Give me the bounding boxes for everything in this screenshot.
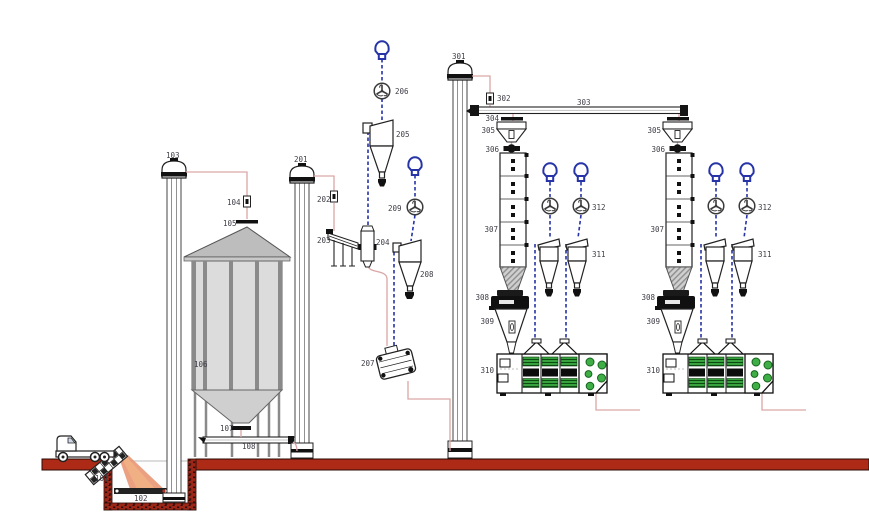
fan-206 (373, 82, 391, 100)
label-303: 303 (577, 98, 591, 107)
material-pipes (186, 75, 491, 452)
truck (55, 435, 129, 486)
processing-line-left (475, 114, 640, 410)
grain-flow (118, 455, 167, 492)
label-304: 304 (485, 114, 499, 123)
label-202: 202 (317, 195, 331, 204)
cyclone-208 (392, 239, 422, 299)
bucket-elevator-301 (447, 60, 473, 459)
truck-chassis (55, 450, 115, 458)
label-205: 205 (396, 130, 410, 139)
bucket-elevator-201 (289, 163, 315, 459)
truck-cab (56, 435, 77, 452)
label-201: 201 (294, 155, 308, 164)
vibrating-screen-203 (326, 229, 359, 267)
inline-valve-202 (330, 190, 338, 203)
label-207: 207 (361, 359, 375, 368)
processing-line-right (641, 114, 806, 410)
inline-valve-104 (243, 195, 251, 208)
air-ducts (367, 59, 416, 346)
cyclone-205 (362, 119, 394, 187)
label-209: 209 (388, 204, 402, 213)
label-108: 108 (242, 442, 256, 451)
silo-gate-107 (231, 426, 251, 430)
truck-wheels (57, 451, 110, 463)
silo-legs (193, 390, 281, 457)
label-104: 104 (227, 198, 241, 207)
label-302: 302 (497, 94, 511, 103)
label-106: 106 (194, 360, 208, 369)
fan-209 (406, 198, 424, 216)
label-206: 206 (395, 87, 409, 96)
silo-inlet-gate-105 (236, 220, 258, 224)
label-107: 107 (220, 424, 234, 433)
label-301: 301 (452, 52, 466, 61)
separator-207 (375, 344, 417, 380)
label-102: 102 (134, 494, 148, 503)
distribution-conveyor-303 (466, 105, 688, 116)
bucket-elevator-103 (161, 158, 187, 503)
inline-valve-302 (486, 92, 494, 105)
aspiration-channel-204 (358, 225, 377, 268)
label-101: 101 (95, 474, 109, 483)
label-208: 208 (420, 270, 434, 279)
label-103: 103 (166, 151, 180, 160)
storage-silo-106 (183, 226, 292, 457)
label-203: 203 (317, 236, 331, 245)
label-204: 204 (376, 238, 390, 247)
label-105: 105 (223, 219, 237, 228)
equipment-labels: 101 102 103 104 105 106 107 108 201 202 … (95, 52, 591, 503)
